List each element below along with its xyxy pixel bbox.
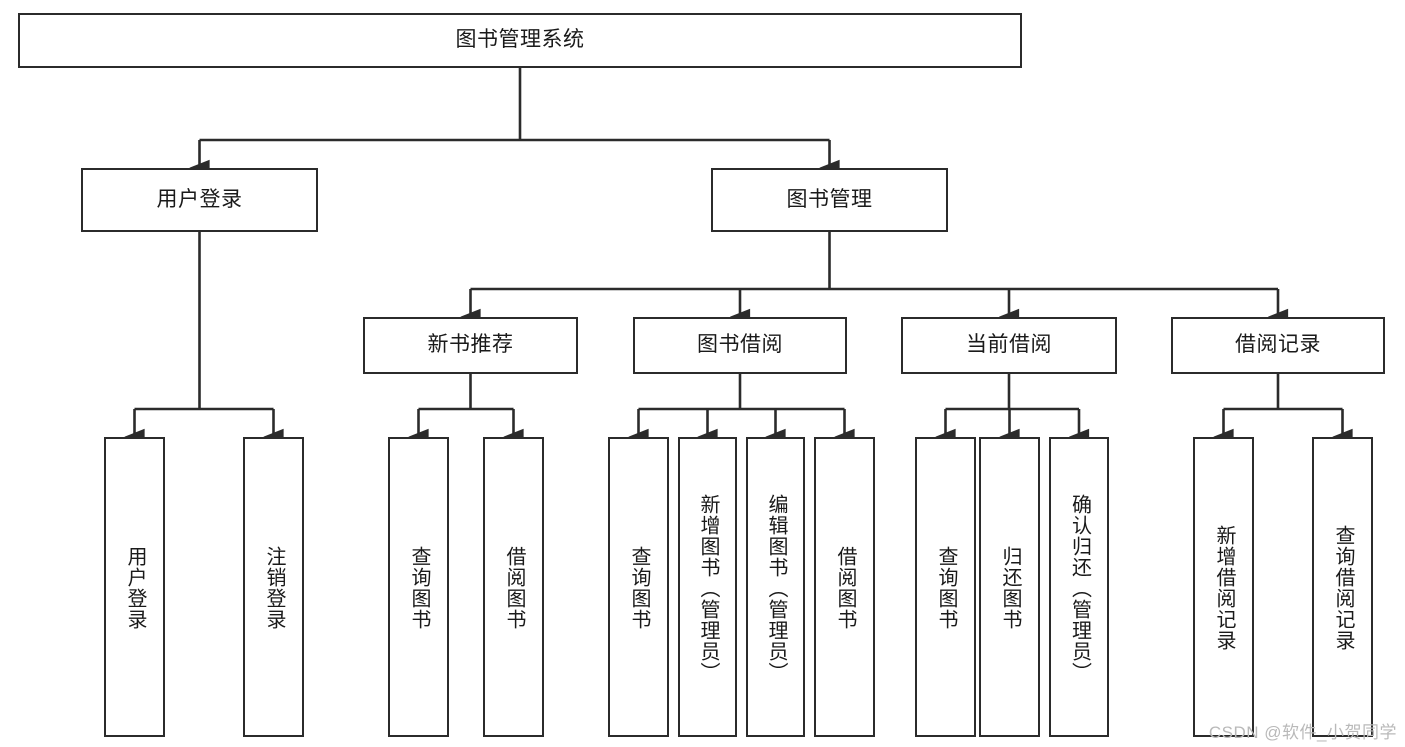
node-label: 查询图书 [935, 546, 957, 630]
node-label: 借阅图书 [834, 546, 856, 630]
node-leaf-user-login[interactable]: 用户登录 [104, 437, 165, 737]
node-label: 用户登录 [156, 187, 243, 211]
node-new-book-rec[interactable]: 新书推荐 [363, 317, 578, 374]
node-label: 图书借阅 [697, 333, 783, 357]
node-label: 查询借阅记录 [1332, 525, 1354, 651]
node-leaf-borrow-book-1[interactable]: 借阅图书 [483, 437, 544, 737]
node-leaf-query-book-1[interactable]: 查询图书 [388, 437, 449, 737]
node-book-borrow[interactable]: 图书借阅 [633, 317, 847, 374]
node-leaf-add-book[interactable]: 新增图书（管理员） [678, 437, 737, 737]
node-label: 新书推荐 [427, 333, 514, 357]
node-leaf-edit-book[interactable]: 编辑图书（管理员） [746, 437, 805, 737]
node-leaf-query-book-3[interactable]: 查询图书 [915, 437, 976, 737]
node-label: 查询图书 [408, 546, 430, 630]
node-label: 新增图书（管理员） [697, 493, 719, 683]
node-current-borrow[interactable]: 当前借阅 [901, 317, 1117, 374]
node-root[interactable]: 图书管理系统 [18, 13, 1022, 68]
node-leaf-query-record[interactable]: 查询借阅记录 [1312, 437, 1373, 737]
node-borrow-record[interactable]: 借阅记录 [1171, 317, 1385, 374]
node-label: 编辑图书（管理员） [765, 493, 787, 683]
node-book-manage[interactable]: 图书管理 [711, 168, 948, 232]
node-label: 借阅记录 [1235, 333, 1321, 357]
edge-group [124, 68, 1353, 445]
node-label: 当前借阅 [966, 333, 1052, 357]
node-leaf-confirm-return[interactable]: 确认归还（管理员） [1049, 437, 1109, 737]
node-leaf-borrow-book-2[interactable]: 借阅图书 [814, 437, 875, 737]
node-label: 归还图书 [999, 546, 1021, 630]
node-leaf-logout[interactable]: 注销登录 [243, 437, 304, 737]
node-label: 新增借阅记录 [1213, 525, 1235, 651]
node-label: 借阅图书 [503, 546, 525, 630]
node-label: 注销登录 [263, 546, 285, 630]
node-user-login[interactable]: 用户登录 [81, 168, 318, 232]
node-label: 图书管理系统 [455, 28, 585, 52]
node-leaf-add-record[interactable]: 新增借阅记录 [1193, 437, 1254, 737]
node-label: 用户登录 [124, 546, 146, 630]
node-label: 确认归还（管理员） [1068, 493, 1091, 683]
node-leaf-return-book[interactable]: 归还图书 [979, 437, 1040, 737]
node-label: 查询图书 [628, 546, 650, 630]
node-leaf-query-book-2[interactable]: 查询图书 [608, 437, 669, 737]
node-label: 图书管理 [786, 187, 873, 211]
